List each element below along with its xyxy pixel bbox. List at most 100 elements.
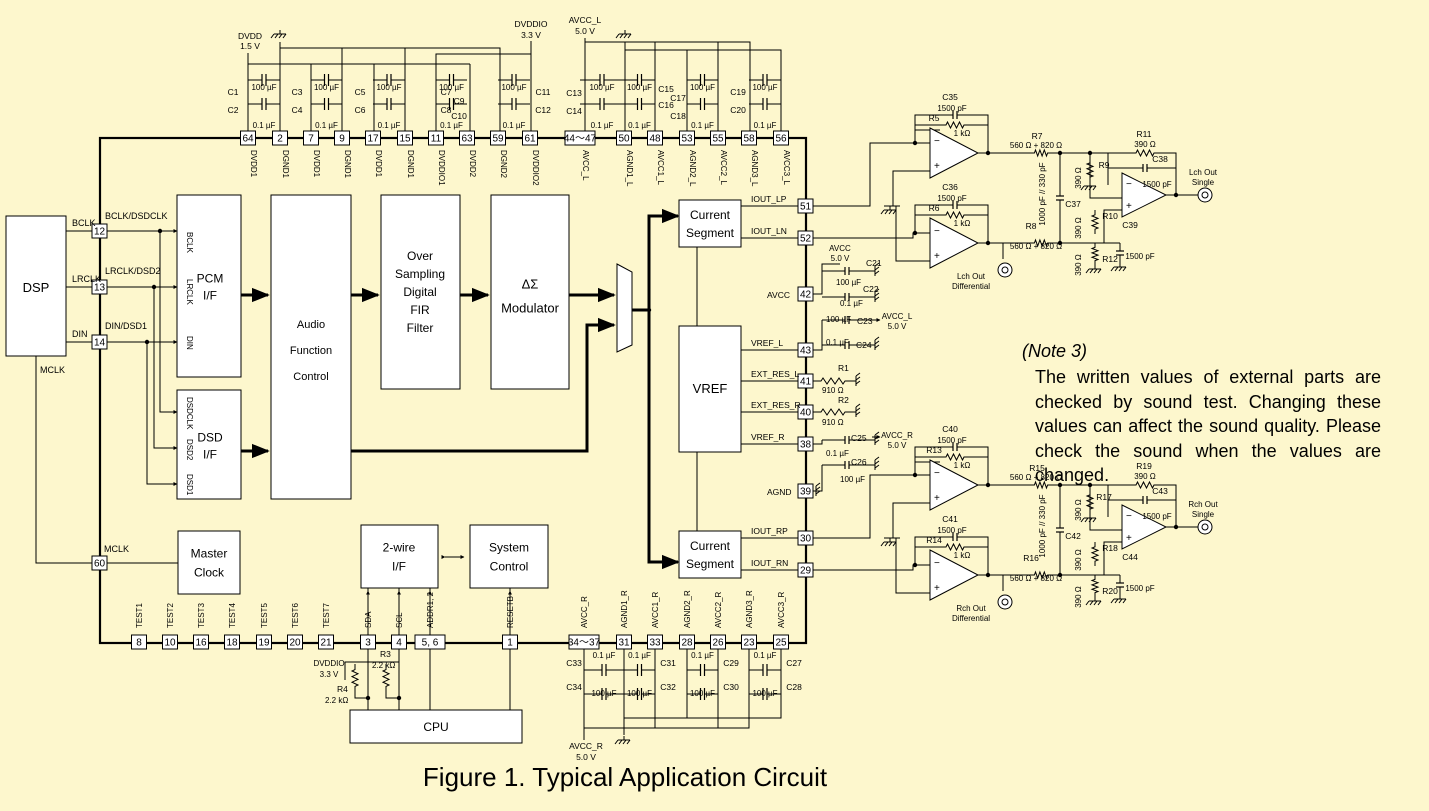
ground-icon [619,33,624,39]
wire [280,47,501,131]
pin-box [710,634,726,650]
resistor-label: R13 [926,445,942,455]
pin-number: 2 [277,134,283,145]
cap-label: C24 [856,340,872,350]
wire [585,41,751,131]
ground-icon [874,270,880,275]
pin-name: MCLK [104,544,129,554]
pin-name: AGND2_R [683,590,692,628]
ground-icon [626,739,631,745]
fir-filter-label: FIR [410,303,430,317]
cap-value: 0.1 µF [315,121,338,130]
cap-value: 0.1 µF [253,121,276,130]
system-control-block [469,524,549,589]
pin-name: DGND1 [281,150,290,179]
resistor-icon [1130,480,1160,490]
data-path [647,214,676,310]
cap-label: C29 [723,658,739,668]
cap-value: 100 µF [752,689,777,698]
wire [970,204,989,243]
cap-value: 100 µF [501,83,526,92]
pin-name: SDA [364,611,373,628]
pin-number: 31 [618,638,630,649]
wire [385,692,399,699]
pin-box [272,130,288,146]
ground-icon [627,33,632,39]
pin-number: 23 [743,638,755,649]
resistor-icon [1090,243,1100,265]
ground-icon [1097,268,1102,274]
cap-label: C2 [228,105,239,115]
ground-icon [1110,598,1115,604]
cap-label: C18 [670,111,686,121]
fir-filter-label: Sampling [395,267,445,281]
vref-block [678,325,742,453]
cap-value: 100 µF [591,689,616,698]
supply-label: AVCC_R [569,741,603,751]
cap-label: C32 [660,682,676,692]
fir-filter-label: Over [407,249,433,263]
modulator-block [490,194,570,390]
resistor-label: R10 [1102,211,1118,221]
cap-value: 100 µF [690,83,715,92]
master-clock-label: Clock [194,566,225,580]
wire [970,536,989,575]
wire [813,263,840,295]
resistor-value: 560 Ω + 820 Ω [1010,141,1062,150]
pin-box [318,634,334,650]
pin-number: 48 [649,134,661,145]
wire [988,574,1004,591]
output-label: Rch Out [1188,500,1218,509]
pcm-if-label: I/F [203,289,217,303]
cap-label: C31 [660,658,676,668]
pin-number: 63 [461,134,473,145]
connector-icon [1001,266,1009,274]
opamp-plus: + [1126,201,1132,212]
mux-icon [616,263,633,353]
pin-box [397,130,413,146]
resistor-icon [1085,490,1095,514]
cap-value: 1500 pF [937,194,966,203]
wire [813,440,823,445]
junction-dot [151,284,157,290]
cap-label: C25 [851,433,867,443]
ground-icon [874,460,880,465]
pin-box [797,286,814,302]
cap-label: C37 [1065,199,1081,209]
wire [813,320,823,351]
wire [895,538,930,594]
pin-box [428,130,444,146]
connector-icon [1001,598,1009,606]
supply-label: AVCC_L [882,312,913,321]
pin-name: RESETB [506,596,515,628]
opamp-icon [1121,504,1168,550]
cap-label: C34 [566,682,582,692]
pin-number: 40 [800,408,812,419]
pin-name: AVCC_L [581,150,590,181]
pin-box [334,130,350,146]
net-label: LRCLK/DSD2 [105,266,161,276]
pin-name: IOUT_RP [751,526,788,536]
resistor-label: R1 [838,363,849,373]
resistor-value: 910 Ω [822,418,844,427]
resistor-label: R15 [1029,463,1045,473]
wire [435,53,531,131]
supply-label: AVCC_R [881,431,913,440]
wire [584,649,750,729]
junction-dot [985,240,991,246]
current-segment-label: Current [690,539,731,553]
pin-number: 53 [681,134,693,145]
pin-name: IOUT_LN [751,226,787,236]
pin-number: 61 [524,134,536,145]
wire [895,206,930,262]
pin-number: 3 [365,638,371,649]
junction-dot [1057,482,1063,488]
cap-label: C9 [454,96,465,106]
pin-box [303,130,319,146]
cap-label: C6 [355,105,366,115]
pin-box [287,634,303,650]
pin-number: 29 [800,566,812,577]
pin-number: 5, 6 [422,638,439,649]
wire [892,170,930,206]
pin-number: 41 [800,377,812,388]
